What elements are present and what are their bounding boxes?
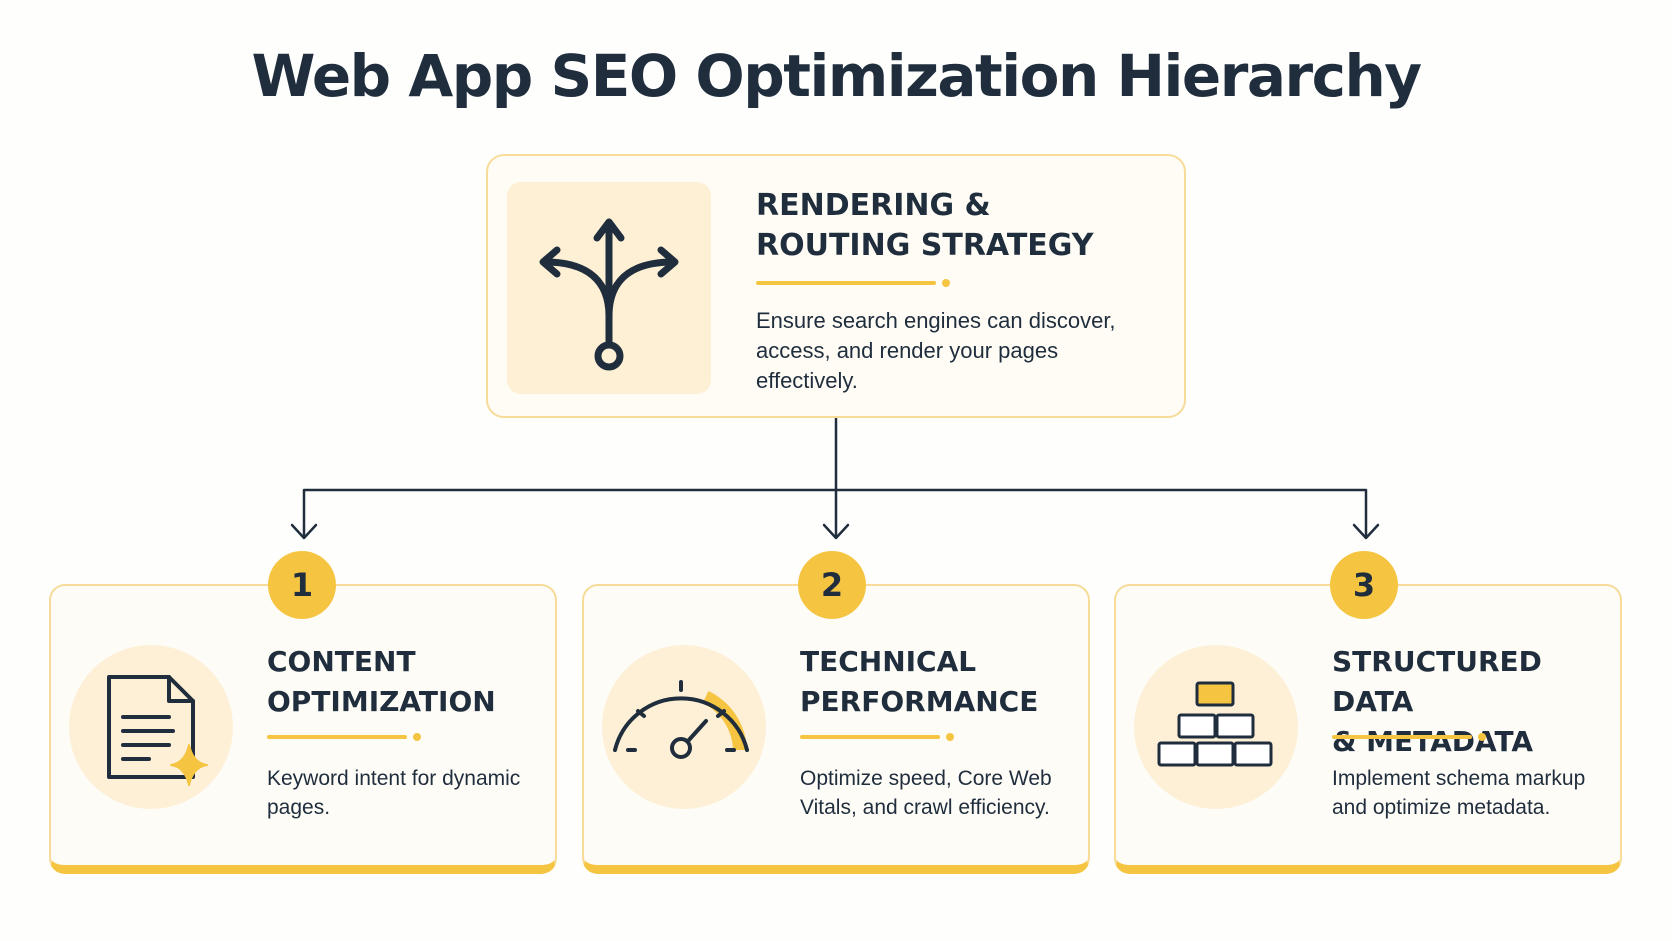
diagram-title: Web App SEO Optimization Hierarchy [251,42,1422,110]
child-card-content-optimization: CONTENT OPTIMIZATION Keyword intent for … [49,584,557,874]
icon-background [602,645,766,809]
branch-line [302,488,1368,539]
icon-background [69,645,233,809]
step-badge-1: 1 [268,551,336,619]
root-icon-container [507,182,711,394]
arrowhead-2 [822,523,850,540]
child-card-structured-data: STRUCTURED DATA & METADATA Implement sch… [1114,584,1622,874]
child-title: STRUCTURED DATA & METADATA [1332,645,1542,758]
child-card-technical-performance: TECHNICAL PERFORMANCE Optimize speed, Co… [582,584,1090,874]
root-description: Ensure search engines can discover, acce… [756,308,1116,393]
child-accent-line [1332,733,1486,741]
speedometer-icon [613,680,749,759]
arrowhead-3 [1352,523,1380,540]
child-title: CONTENT OPTIMIZATION [267,645,496,718]
root-node-card: RENDERING & ROUTING STRATEGY Ensure sear… [486,154,1186,418]
arrowhead-1 [290,523,318,540]
step-badge-3: 3 [1330,551,1398,619]
child-accent-line [800,733,954,741]
root-accent-line [756,279,950,287]
child-title: TECHNICAL PERFORMANCE [800,645,1039,718]
child-description: Keyword intent for dynamic pages. [267,767,521,819]
fork-arrows-icon [539,218,679,371]
hierarchy-blocks-icon [1157,681,1273,767]
icon-background [1134,645,1298,809]
step-badge-2: 2 [798,551,866,619]
child-description: Optimize speed, Core Web Vitals, and cra… [800,767,1052,819]
root-title: RENDERING & ROUTING STRATEGY [756,188,1094,263]
child-accent-line [267,733,421,741]
child-description: Implement schema markup and optimize met… [1332,767,1586,819]
document-sparkle-icon [107,675,208,786]
